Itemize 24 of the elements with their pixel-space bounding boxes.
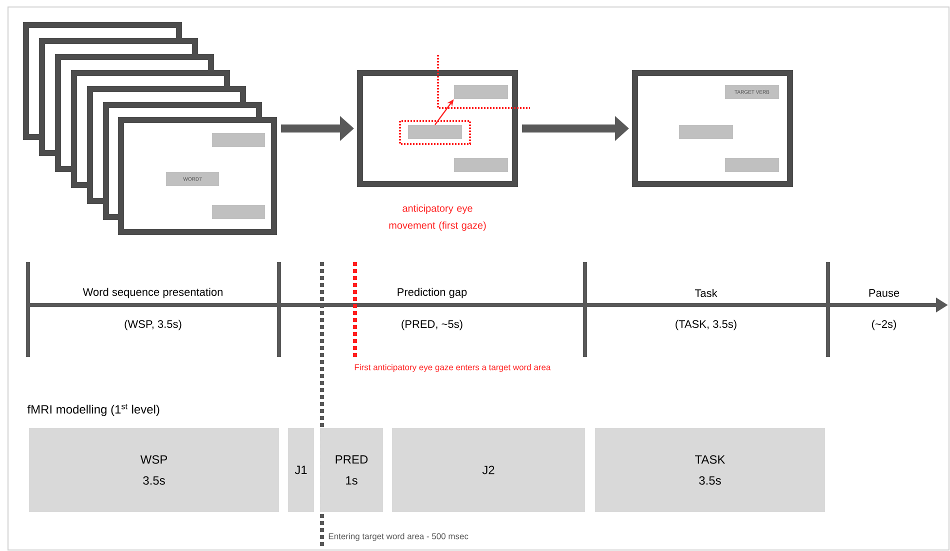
- phase-label: (TASK, 3.5s): [676, 320, 736, 330]
- node-label: anticipatory eye movement (first gaze): [389, 204, 486, 231]
- word-slot: [454, 158, 508, 172]
- model-block: J2: [392, 428, 585, 512]
- phase-label: (WSP, 3.5s): [124, 320, 182, 330]
- phase-label: Prediction gap: [398, 288, 467, 298]
- model-block: WSP 3.5s: [29, 428, 279, 512]
- section-heading: fMRI modelling (1$^{st}$ level): [27, 404, 160, 416]
- annotation: First anticipatory eye gaze enters a target word area: [354, 364, 551, 372]
- phase-label: (PRED, ~5s): [402, 320, 462, 330]
- phase-label: Pause: [869, 289, 900, 297]
- word-slot: [212, 133, 265, 147]
- word-slot: [679, 125, 733, 139]
- model-block: PRED 1s: [320, 428, 383, 512]
- model-block: J1: [288, 428, 314, 512]
- phase-label: (~2s): [872, 320, 896, 330]
- word-slot: [725, 158, 779, 172]
- annotation: Entering target word area - 500 msec: [328, 533, 468, 541]
- model-block: TASK 3.5s: [595, 428, 825, 512]
- phase-label: Word sequence presentation: [82, 288, 222, 298]
- word-slot: [212, 204, 265, 219]
- word-slot: [408, 125, 462, 139]
- word-slot: [454, 85, 508, 99]
- phase-label: Task: [694, 288, 718, 298]
